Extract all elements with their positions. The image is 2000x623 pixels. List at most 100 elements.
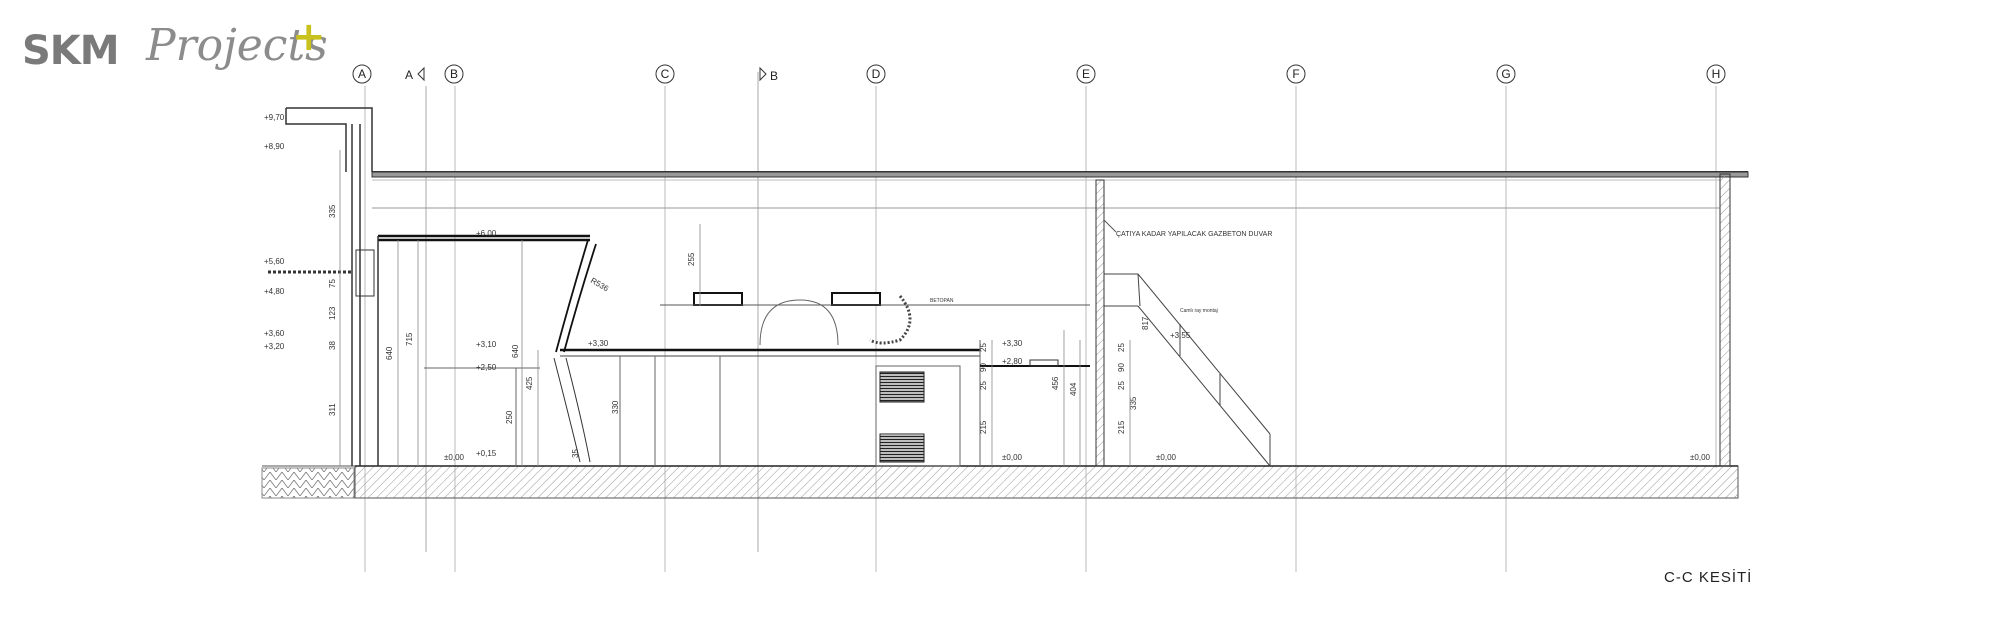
roof-slab bbox=[371, 171, 1749, 178]
level-6-00: +6,00 bbox=[476, 229, 497, 238]
dim-25-a: 25 bbox=[979, 343, 988, 352]
dim-330: 330 bbox=[611, 400, 620, 414]
level-0-00-a: ±0,00 bbox=[444, 453, 465, 462]
right-exterior-wall bbox=[1719, 173, 1731, 467]
dim-715: 715 bbox=[405, 332, 414, 346]
dim-90-b: 90 bbox=[1117, 363, 1126, 372]
axis-bubble-b bbox=[444, 64, 464, 84]
inner-level-markers: +6,00 +3,10 +2,50 +0,15 ±0,00 +3,30 +3,3… bbox=[444, 229, 1711, 462]
dim-215-a: 215 bbox=[979, 420, 988, 434]
level-0-00-b: ±0,00 bbox=[1002, 453, 1023, 462]
parapet bbox=[285, 107, 373, 172]
level-2-50: +2,50 bbox=[476, 363, 497, 372]
level-3-55: +3,55 bbox=[1170, 331, 1191, 340]
left-exterior-wall bbox=[351, 124, 361, 466]
exterior-soil bbox=[261, 467, 355, 499]
section-marker-right: B bbox=[759, 66, 778, 83]
note-rail: Camlı ray montaj bbox=[1180, 308, 1218, 314]
level-0-00-d: ±0,00 bbox=[1690, 453, 1711, 462]
dim-90-a: 90 bbox=[979, 363, 988, 372]
section-marker-left-label: A bbox=[405, 68, 413, 82]
window-frame bbox=[355, 249, 375, 297]
level-8-90: +8,90 bbox=[264, 142, 285, 151]
upper-grille bbox=[879, 371, 925, 403]
section-marker-right-label: B bbox=[770, 69, 778, 83]
axis-bubble-e bbox=[1076, 64, 1096, 84]
level-3-20: +3,20 bbox=[264, 342, 285, 351]
company-logo: SKM Projects + bbox=[22, 14, 328, 90]
mezzanine-slab bbox=[378, 234, 590, 242]
dim-404: 404 bbox=[1069, 382, 1078, 396]
level-0-00-c: ±0,00 bbox=[1156, 453, 1177, 462]
axis-bubble-d bbox=[866, 64, 886, 84]
arch-shape bbox=[759, 299, 839, 346]
axis-bubble-g bbox=[1496, 64, 1516, 84]
gazbeton-wall bbox=[1095, 179, 1105, 467]
dim-255: 255 bbox=[687, 252, 696, 266]
curved-wall bbox=[555, 239, 597, 353]
axis-label-h: H bbox=[1712, 67, 1721, 81]
dim-425: 425 bbox=[525, 376, 534, 390]
dim-335-b: 335 bbox=[1129, 396, 1138, 410]
small-box bbox=[1029, 359, 1059, 367]
stair bbox=[1104, 273, 1271, 467]
axis-label-f: F bbox=[1292, 67, 1299, 81]
axis-bubble-a bbox=[352, 64, 372, 84]
lower-grille bbox=[879, 433, 925, 463]
dim-r536: R536 bbox=[589, 276, 611, 294]
note-ceiling: BETOPAN bbox=[930, 298, 954, 304]
level-4-80: +4,80 bbox=[264, 287, 285, 296]
duct-2 bbox=[831, 292, 881, 306]
level-3-30-a: +3,30 bbox=[588, 339, 609, 348]
dim-311: 311 bbox=[328, 403, 337, 416]
logo-mark: SKM bbox=[22, 28, 120, 74]
logo-plus: + bbox=[292, 14, 326, 60]
level-2-80: +2,80 bbox=[1002, 357, 1023, 366]
ground-slab bbox=[354, 465, 1739, 499]
duct-1 bbox=[693, 292, 743, 306]
axis-label-g: G bbox=[1501, 67, 1510, 81]
dim-75: 75 bbox=[328, 279, 337, 288]
dim-25-c: 25 bbox=[1117, 343, 1126, 352]
level-9-70: +9,70 bbox=[264, 113, 285, 122]
dim-817: 817 bbox=[1141, 316, 1150, 330]
level-0-15: +0,15 bbox=[476, 449, 497, 458]
axis-bubble-f bbox=[1286, 64, 1306, 84]
axis-label-b: B bbox=[450, 67, 458, 81]
interior-partitions bbox=[424, 340, 981, 467]
dimension-lines bbox=[339, 150, 1131, 466]
dim-25-d: 25 bbox=[1117, 381, 1126, 390]
dim-215-b: 215 bbox=[1117, 420, 1126, 434]
section-marker-left: A bbox=[405, 66, 425, 82]
level-3-10: +3,10 bbox=[476, 340, 497, 349]
section-arrow-left-icon bbox=[417, 66, 425, 82]
curved-wall-lower bbox=[553, 357, 591, 463]
dimension-labels: 335 75 123 38 311 640 715 640 425 250 33… bbox=[328, 204, 1150, 458]
axis-label-a: A bbox=[358, 67, 366, 81]
note-wall: ÇATIYA KADAR YAPILACAK GAZBETON DUVAR bbox=[1116, 231, 1272, 238]
axis-bubble-h bbox=[1706, 64, 1726, 84]
logo-projects-text: Projects bbox=[146, 20, 328, 71]
dim-25-b: 25 bbox=[979, 381, 988, 390]
dim-640-b: 640 bbox=[511, 344, 520, 358]
note-leader-wall bbox=[1103, 219, 1117, 233]
level-3-30-b: +3,30 bbox=[1002, 339, 1023, 348]
level-5-60: +5,60 bbox=[264, 257, 285, 266]
flex-duct bbox=[869, 295, 912, 345]
axis-bubble-c bbox=[655, 64, 675, 84]
drawing-title: C-C KESİTİ bbox=[1664, 568, 1752, 586]
level-3-60: +3,60 bbox=[264, 329, 285, 338]
dim-250: 250 bbox=[505, 410, 514, 424]
grid-axis-bubbles bbox=[352, 64, 1726, 84]
left-level-markers: +9,70 +8,90 +5,60 +4,80 +3,60 +3,20 bbox=[264, 113, 285, 351]
dim-38: 38 bbox=[328, 341, 337, 350]
dim-335-a: 335 bbox=[328, 204, 337, 218]
axis-label-d: D bbox=[872, 67, 881, 81]
dim-456: 456 bbox=[1051, 376, 1060, 390]
axis-label-c: C bbox=[661, 67, 670, 81]
dim-123: 123 bbox=[328, 306, 337, 320]
axis-label-e: E bbox=[1082, 67, 1090, 81]
dim-640-a: 640 bbox=[385, 346, 394, 360]
section-arrow-right-icon bbox=[759, 66, 767, 82]
